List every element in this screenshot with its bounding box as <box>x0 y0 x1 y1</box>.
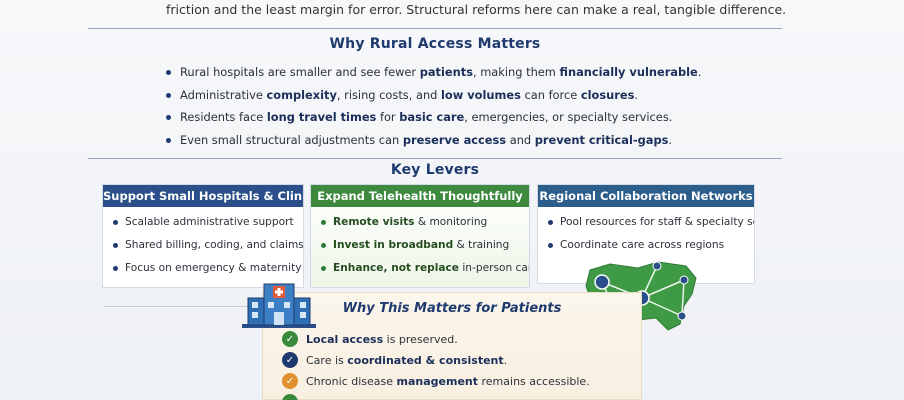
check-circle-icon: ✓ <box>282 352 298 368</box>
section-title-patients: Why This Matters for Patients <box>342 301 562 316</box>
list-item: Pool resources for staff & specialty ser… <box>548 215 754 229</box>
divider-middle <box>88 158 782 159</box>
lever-card-title: Support Small Hospitals & Clinics <box>103 185 303 207</box>
lever-card-title: Expand Telehealth Thoughtfully <box>311 185 529 207</box>
divider-left <box>104 306 262 307</box>
list-item: Administrative complexity, rising costs,… <box>166 88 701 103</box>
list-item: Shared billing, coding, and claims syste… <box>113 238 303 252</box>
list-item: Rural hospitals are smaller and see fewe… <box>166 65 701 80</box>
list-item: Remote visits & monitoring <box>321 215 529 229</box>
check-circle-icon: ✓ <box>282 373 298 389</box>
why-rural-bullets: Rural hospitals are smaller and see fewe… <box>166 65 701 155</box>
lever-card-telehealth: Expand Telehealth Thoughtfully Remote vi… <box>310 184 530 288</box>
lever-card-regional: Regional Collaboration Networks Pool res… <box>537 184 755 284</box>
intro-text: friction and the least margin for error.… <box>166 2 787 17</box>
check-circle-icon: ✓ <box>282 331 298 347</box>
lever-card-small-hospitals: Support Small Hospitals & Clinics Scalab… <box>102 184 304 288</box>
list-item: Enhance, not replace in-person care <box>321 261 529 275</box>
patients-row: ✓ Care is coordinated & consistent. <box>282 351 507 369</box>
lever-card-title: Regional Collaboration Networks <box>538 185 754 207</box>
patients-row: ✓ Chronic disease management remains acc… <box>282 372 590 390</box>
section-title-why-rural: Why Rural Access Matters <box>329 36 541 52</box>
check-circle-icon <box>282 394 298 400</box>
divider-top <box>88 28 782 29</box>
list-item: Focus on emergency & maternity care <box>113 261 303 275</box>
list-item: Coordinate care across regions <box>548 238 754 252</box>
patients-panel <box>262 292 642 400</box>
patients-row: ✓ Local access is preserved. <box>282 330 458 348</box>
section-title-key-levers: Key Levers <box>390 162 480 178</box>
list-item: Residents face long travel times for bas… <box>166 110 701 125</box>
list-item: Even small structural adjustments can pr… <box>166 133 701 148</box>
list-item: Invest in broadband & training <box>321 238 529 252</box>
hospital-building-icon <box>242 283 316 328</box>
list-item: Scalable administrative support <box>113 215 303 229</box>
